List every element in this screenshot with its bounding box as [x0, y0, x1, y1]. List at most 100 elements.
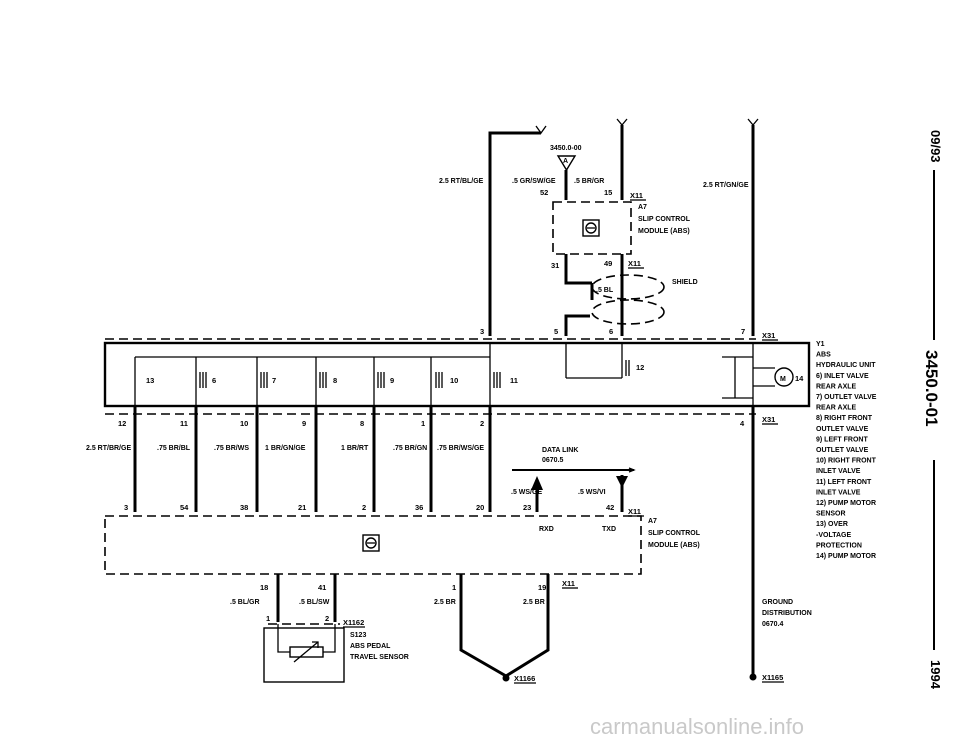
label-scm-top-2: MODULE (ABS): [638, 228, 690, 235]
legend-line: OUTLET VALVE: [816, 447, 869, 454]
valve-13: 13: [146, 376, 154, 385]
label-br-bl: .75 BR/BL: [157, 445, 191, 452]
pin-42-mod: 42: [606, 503, 614, 512]
watermark: carmanualsonline.info: [590, 714, 804, 739]
legend-line: REAR AXLE: [816, 383, 857, 390]
wire-top-arrow-3: [747, 118, 759, 127]
valve-10: 10: [450, 376, 458, 385]
label-a7-top: A7: [638, 204, 647, 211]
label-rxd: RXD: [539, 526, 554, 533]
pin-4-mid: 4: [740, 419, 745, 428]
connector-x1165: X1165: [762, 673, 783, 682]
splice-triangle: [556, 155, 577, 172]
legend-line: 11) LEFT FRONT: [816, 479, 872, 486]
label-ws-ge: .5 WS/GE: [511, 489, 542, 496]
legend-line: HYDRAULIC UNIT: [816, 362, 876, 369]
hydraulic-unit-y1: [103, 341, 811, 408]
ref-3450-00: 3450.0-00: [550, 145, 582, 152]
pin-54-mod: 54: [180, 503, 189, 512]
label-rt-gn-ge: 2.5 RT/GN/GE: [703, 182, 749, 189]
legend-line: 6) INLET VALVE: [816, 373, 869, 380]
legend-line: 7) OUTLET VALVE: [816, 394, 877, 401]
wire-top-arrow-1: [535, 125, 547, 135]
pin-8-mid: 8: [360, 419, 364, 428]
legend-line: REAR AXLE: [816, 405, 857, 412]
pin-31: 31: [551, 261, 559, 270]
unit-internal-wires: [134, 343, 754, 406]
pin-19: 19: [538, 583, 546, 592]
connector-x1166: X1166: [514, 674, 535, 683]
legend-line: 12) PUMP MOTOR: [816, 500, 876, 507]
valve-7: 7: [272, 376, 276, 385]
legend-line: Y1: [816, 341, 825, 348]
legend-line: 9) LEFT FRONT: [816, 436, 868, 443]
label-br-ws-ge: .75 BR/WS/GE: [437, 445, 484, 452]
label-s123: S123: [350, 632, 366, 639]
pin-5-top: 5: [554, 327, 558, 336]
legend-line: ABS: [816, 352, 831, 359]
module-main-icon: [362, 534, 380, 552]
pin-12-mid: 12: [118, 419, 126, 428]
label-ground-3: 0670.4: [762, 621, 784, 628]
legend-line: SENSOR: [816, 511, 846, 518]
ground-x1165: [749, 673, 757, 681]
label-br-2: 2.5 BR: [523, 599, 545, 606]
shield-ellipse-1: [591, 274, 665, 300]
label-scm-main-1: SLIP CONTROL: [648, 530, 701, 537]
pump-motor-symbol: [774, 367, 794, 387]
pin-21-mod: 21: [298, 503, 306, 512]
pin-s1: 1: [266, 614, 270, 623]
connector-x11-mid: X11: [628, 507, 641, 516]
label-bl: .5 BL: [596, 287, 614, 294]
legend-line: 14) PUMP MOTOR: [816, 553, 876, 560]
label-br-gn: .75 BR/GN: [393, 445, 427, 452]
pin-6-top: 6: [609, 327, 613, 336]
legend-line: 10) RIGHT FRONT: [816, 458, 877, 465]
valve-12: 12: [636, 363, 644, 372]
connector-x1162: X1162: [343, 618, 364, 627]
legend-line: 13) OVER: [816, 521, 848, 528]
legend-line: INLET VALVE: [816, 468, 861, 475]
wire-shield-ground: [564, 254, 592, 285]
label-txd: TXD: [602, 526, 616, 533]
shield-ellipse-2: [591, 299, 665, 325]
label-ground-2: DISTRIBUTION: [762, 610, 812, 617]
label-scm-main-2: MODULE (ABS): [648, 542, 700, 549]
pin-23-mod: 23: [523, 503, 531, 512]
label-shield: SHIELD: [672, 279, 698, 286]
wire-rt-bl-ge: [488, 131, 541, 336]
connector-x31-mid: X31: [762, 415, 775, 424]
pin-52: 52: [540, 188, 548, 197]
legend-line: PROTECTION: [816, 542, 862, 549]
label-br-1: 2.5 BR: [434, 599, 456, 606]
side-date: 09/93: [928, 130, 943, 163]
pin-1-mid: 1: [421, 419, 425, 428]
label-data-link: DATA LINK: [542, 447, 578, 454]
svg-text:M: M: [780, 376, 786, 383]
label-br-gn-ge: 1 BR/GN/GE: [265, 445, 306, 452]
wire-shield-tx: [564, 314, 590, 336]
pin-36-mod: 36: [415, 503, 423, 512]
label-ground-1: GROUND: [762, 599, 793, 606]
pin-49: 49: [604, 259, 612, 268]
pin-18: 18: [260, 583, 268, 592]
label-bl-gr: .5 BL/GR: [230, 599, 260, 606]
label-ws-vi: .5 WS/VI: [578, 489, 606, 496]
pin-10-mid: 10: [240, 419, 248, 428]
legend-line: OUTLET VALVE: [816, 426, 869, 433]
pin-20-mod: 20: [476, 503, 484, 512]
label-a7-main: A7: [648, 518, 657, 525]
pin-s2: 2: [325, 614, 329, 623]
pin-3-top: 3: [480, 327, 484, 336]
side-code: 3450.0-01: [922, 350, 941, 427]
valve-8: 8: [333, 376, 337, 385]
label-br-gr: .5 BR/GR: [574, 178, 604, 185]
valve-coil-symbols: [199, 360, 630, 388]
slip-control-module-top: [552, 201, 632, 255]
legend-line: INLET VALVE: [816, 489, 861, 496]
label-br-ws: .75 BR/WS: [214, 445, 249, 452]
label-pedal-1: ABS PEDAL: [350, 643, 391, 650]
label-scm-top-1: SLIP CONTROL: [638, 216, 691, 223]
